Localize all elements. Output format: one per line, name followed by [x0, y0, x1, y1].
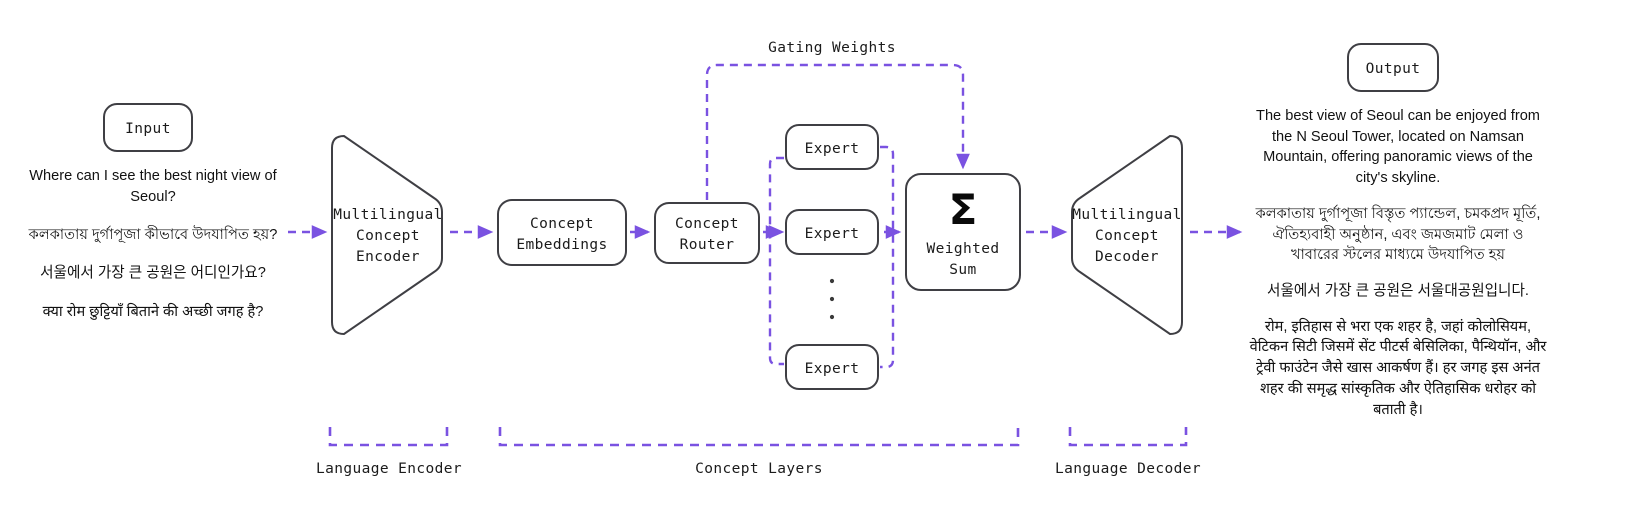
node-multilingual-concept-decoder[interactable]: Multilingual Concept Decoder: [1071, 134, 1183, 336]
encoder-label-line-3: Encoder: [356, 249, 420, 265]
decoder-label-line-1: Multilingual: [1072, 207, 1182, 223]
node-input[interactable]: Input: [103, 103, 193, 152]
expert-ellipsis-icon: [829, 278, 835, 320]
node-weighted-sum[interactable]: Σ Weighted Sum: [905, 173, 1021, 291]
output-sample-ko: 서울에서 가장 큰 공원은 서울대공원입니다.: [1267, 283, 1529, 300]
encoder-trapezoid-shape: [331, 134, 443, 336]
expert-2-shape: [785, 209, 879, 255]
node-multilingual-concept-encoder[interactable]: Multilingual Concept Encoder: [331, 134, 443, 336]
input-node-label: Input: [125, 121, 171, 137]
decoder-label-line-3: Decoder: [1095, 249, 1159, 265]
expert-1-shape: [785, 124, 879, 170]
expert-n-shape: [785, 344, 879, 390]
input-node-shape: [103, 103, 193, 152]
caption-language-decoder: Language Decoder: [1054, 461, 1202, 477]
expert-2-label: Expert: [805, 226, 860, 242]
node-concept-router[interactable]: Concept Router: [654, 202, 760, 264]
bracket-concept-layers: [498, 427, 1020, 447]
output-sample-hi: रोम, इतिहास से भरा एक शहर है, जहां कोलोस…: [1249, 318, 1547, 418]
input-samples: Where can I see the best night view of S…: [8, 166, 298, 340]
concept-embeddings-label-line-2: Embeddings: [516, 237, 607, 253]
concept-embeddings-label-line-1: Concept: [530, 216, 594, 232]
bracket-language-decoder: [1068, 427, 1188, 447]
gating-weights-label: Gating Weights: [768, 40, 896, 56]
caption-language-encoder: Language Encoder: [315, 461, 463, 477]
expert-input-bus: [768, 156, 784, 366]
node-expert-1[interactable]: Expert: [785, 124, 879, 170]
input-sample-en: Where can I see the best night view of S…: [29, 168, 277, 206]
concept-embeddings-shape: [497, 199, 627, 266]
output-samples: The best view of Seoul can be enjoyed fr…: [1248, 106, 1548, 435]
output-node-shape: [1347, 43, 1439, 92]
encoder-label-line-2: Concept: [356, 228, 420, 244]
decoder-trapezoid-shape: [1071, 134, 1183, 336]
concept-router-label-line-2: Router: [680, 237, 735, 253]
node-concept-embeddings[interactable]: Concept Embeddings: [497, 199, 627, 266]
caption-concept-layers: Concept Layers: [695, 461, 823, 477]
decoder-label-line-2: Concept: [1095, 228, 1159, 244]
expert-n-label: Expert: [805, 361, 860, 377]
arrow-gating-weights: [705, 63, 970, 200]
node-expert-n[interactable]: Expert: [785, 344, 879, 390]
input-sample-ko: 서울에서 가장 큰 공원은 어디인가요?: [40, 265, 266, 282]
input-sample-bn: কলকাতায় দুর্গাপূজা কীভাবে উদযাপিত হয়?: [28, 227, 278, 244]
output-sample-en: The best view of Seoul can be enjoyed fr…: [1256, 108, 1540, 187]
output-node-label: Output: [1366, 61, 1421, 77]
sigma-icon: Σ: [949, 185, 978, 234]
weighted-sum-label-line-1: Weighted: [926, 241, 999, 257]
node-expert-2[interactable]: Expert: [785, 209, 879, 255]
encoder-label-line-1: Multilingual: [333, 207, 443, 223]
node-output[interactable]: Output: [1347, 43, 1439, 92]
weighted-sum-label-line-2: Sum: [949, 262, 976, 278]
expert-1-label: Expert: [805, 141, 860, 157]
concept-router-shape: [654, 202, 760, 264]
concept-router-label-line-1: Concept: [675, 216, 739, 232]
weighted-sum-shape: [905, 173, 1021, 291]
input-sample-hi: क्या रोम छुट्टियाँ बिताने की अच्छी जगह ह…: [42, 303, 264, 320]
bracket-language-encoder: [328, 427, 449, 447]
expert-output-bus: [880, 145, 895, 369]
output-sample-bn: কলকাতায় দুর্গাপূজা বিস্তৃত প্যান্ডেল, চ…: [1255, 205, 1541, 264]
